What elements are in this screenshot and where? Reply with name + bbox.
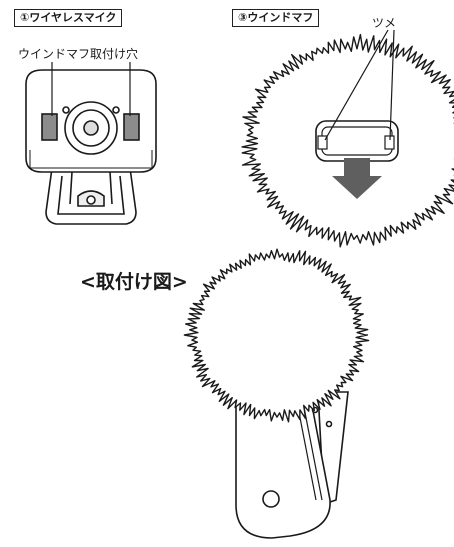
- mic-panel-label: ①ワイヤレスマイク: [14, 9, 123, 27]
- microphone-front-illustration: [25, 69, 157, 225]
- down-arrow-icon: [332, 158, 382, 199]
- claw-pointer-left: [324, 29, 389, 141]
- claw-pointer-right: [389, 29, 395, 141]
- mounted-microphone-illustration: [235, 391, 349, 539]
- muff-panel-label: ③ウインドマフ: [232, 9, 320, 27]
- windmuff-hole-label: ウインドマフ取付け穴: [18, 47, 139, 61]
- claw-label: ツメ: [372, 16, 397, 30]
- mounted-windmuff: [183, 248, 370, 423]
- mounting-diagram-title: <取付け図>: [80, 271, 188, 293]
- windmuff-illustration: [241, 33, 454, 248]
